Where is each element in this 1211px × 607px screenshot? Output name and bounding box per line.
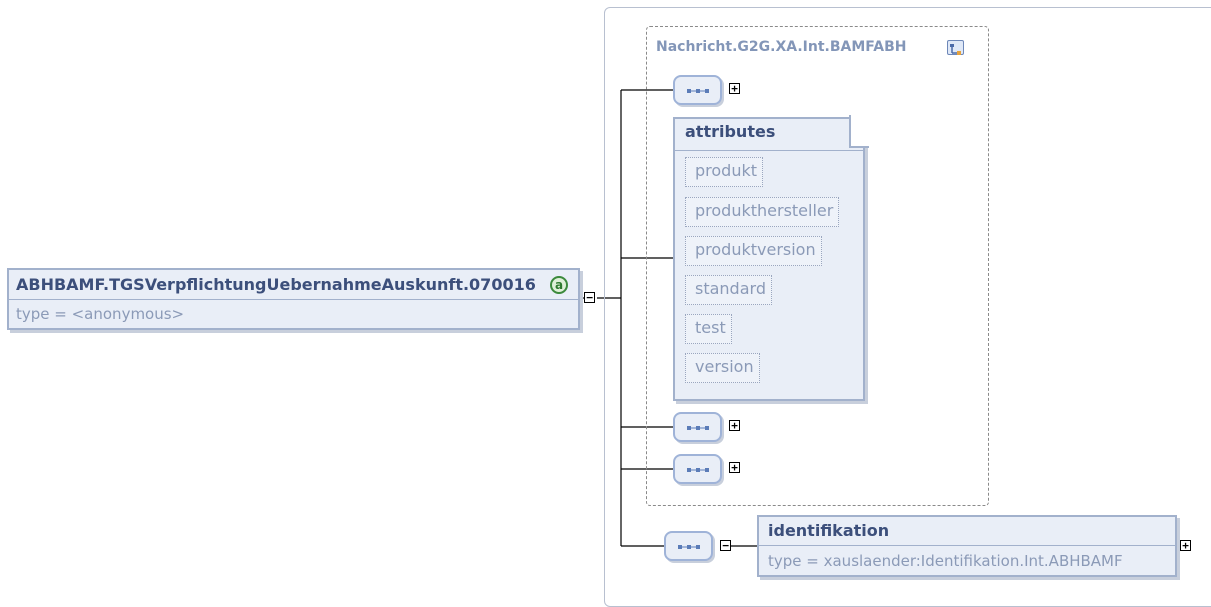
- sequence-expand-toggle[interactable]: +: [729, 420, 740, 431]
- group-title: Nachricht.G2G.XA.Int.BAMFABH: [656, 39, 907, 55]
- identifikation-element-type: type = xauslaender:Identifikation.Int.AB…: [768, 552, 1123, 570]
- attribute-item[interactable]: produkt: [685, 157, 764, 187]
- attributes-header-divider: [675, 150, 863, 151]
- root-collapse-toggle[interactable]: −: [584, 292, 595, 303]
- root-divider: [9, 299, 578, 300]
- identifikation-expand-toggle[interactable]: +: [1180, 540, 1191, 551]
- attribute-item[interactable]: produkthersteller: [685, 197, 840, 227]
- attribute-item[interactable]: version: [685, 353, 760, 383]
- sequence-expand-toggle[interactable]: +: [729, 462, 740, 473]
- sequence-icon: [687, 426, 709, 430]
- sequence-icon: [687, 89, 709, 93]
- sequence-compositor[interactable]: [673, 412, 722, 442]
- attributes-header: attributes: [685, 122, 776, 141]
- sequence-icon: [687, 468, 709, 472]
- group-border: [646, 26, 989, 506]
- sequence-compositor[interactable]: [673, 75, 722, 105]
- identifikation-element-name: identifikation: [768, 521, 890, 540]
- connector-lines: [580, 89, 757, 547]
- attribute-item[interactable]: produktversion: [685, 236, 822, 266]
- identifikation-divider: [759, 545, 1175, 546]
- identifikation-element-box[interactable]: identifikation type = xauslaender:Identi…: [757, 515, 1177, 577]
- root-element-box[interactable]: ABHBAMF.TGSVerpflichtungUebernahmeAuskun…: [7, 268, 580, 330]
- group-type-icon: [947, 40, 964, 55]
- sequence-icon: [678, 545, 700, 549]
- sequence-collapse-toggle[interactable]: −: [720, 540, 731, 551]
- sequence-compositor[interactable]: [664, 531, 713, 561]
- sequence-expand-toggle[interactable]: +: [729, 83, 740, 94]
- attribute-item[interactable]: test: [685, 314, 732, 344]
- root-element-type: type = <anonymous>: [16, 305, 185, 323]
- root-element-name: ABHBAMF.TGSVerpflichtungUebernahmeAuskun…: [16, 275, 536, 294]
- attributes-icon: a: [550, 276, 568, 294]
- sequence-compositor[interactable]: [673, 454, 722, 484]
- attribute-item[interactable]: standard: [685, 275, 772, 305]
- attributes-panel-tab: [849, 115, 869, 148]
